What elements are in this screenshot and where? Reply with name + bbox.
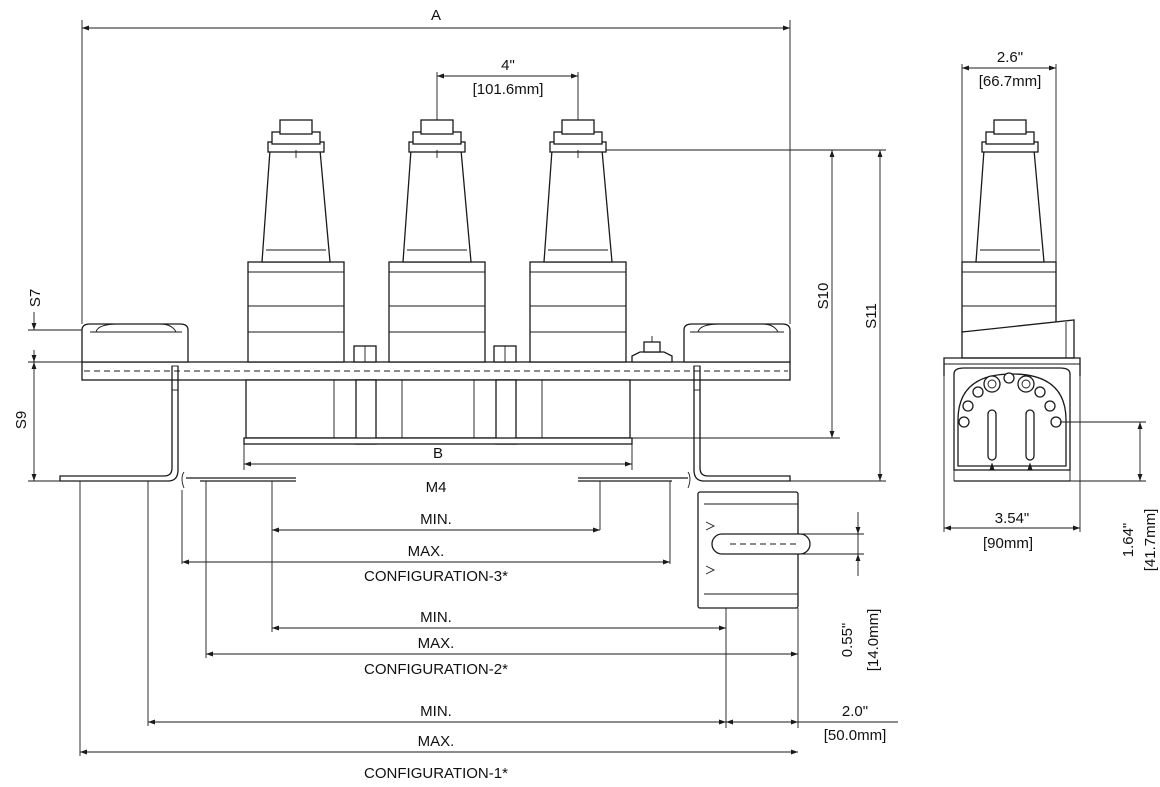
right-end-cap: [683, 323, 791, 363]
side-hole-inch-label: 1.64": [1120, 523, 1137, 558]
config1-max-label: MAX.: [418, 733, 455, 750]
dimension-a-label: A: [431, 7, 441, 24]
bushing-3: [529, 119, 627, 363]
config2-max-label: MAX.: [418, 635, 455, 652]
spacing-inch-label: 4": [501, 57, 515, 74]
dimension-s10: S10: [606, 149, 840, 439]
config3-min-label: MIN.: [420, 511, 452, 528]
dimension-b: B: [243, 444, 633, 470]
spacing-mm-label: [101.6mm]: [473, 81, 544, 98]
config1-min-label: MIN.: [420, 703, 452, 720]
lower-housing: [243, 379, 633, 445]
dimension-b-label: B: [433, 445, 443, 462]
bushing-2: [388, 119, 486, 363]
left-bracket: [59, 365, 179, 482]
s10-label: S10: [815, 283, 832, 310]
configuration-2-dims: MIN. MAX. CONFIGURATION-2*: [206, 609, 798, 678]
side-width-inch-label: 2.6": [997, 49, 1023, 66]
dimension-bushing-spacing: 4" [101.6mm]: [436, 57, 579, 120]
config2-min-label: MIN.: [420, 609, 452, 626]
slot-inch-label: 0.55": [839, 623, 856, 658]
s9-label: S9: [13, 411, 30, 429]
configuration-3-dims: MIN. MAX. CONFIGURATION-3*: [182, 511, 670, 585]
mounting-feet: M4: [181, 471, 691, 496]
side-hole-mm-label: [41.7mm]: [1142, 509, 1159, 572]
dimension-s7: S7: [27, 289, 82, 363]
front-view: A 4" [101.6mm] S7 S9 S: [13, 7, 886, 782]
offset-mm-label: [50.0mm]: [824, 727, 887, 744]
configuration-1-dims: MIN. MAX. CONFIGURATION-1*: [80, 703, 798, 782]
config3-max-label: MAX.: [408, 543, 445, 560]
dimension-s9: S9: [13, 362, 60, 482]
slot-mm-label: [14.0mm]: [865, 609, 882, 672]
dimension-a: A: [81, 7, 791, 324]
side-width-mm-label: [66.7mm]: [979, 73, 1042, 90]
side-view: 2.6" [66.7mm]: [943, 49, 1159, 572]
config3-name-label: CONFIGURATION-3*: [364, 568, 508, 585]
m4-label: M4: [426, 479, 447, 496]
side-base-mm-label: [90mm]: [983, 535, 1033, 552]
right-bracket: [693, 365, 791, 482]
left-end-cap: [81, 323, 189, 363]
config1-name-label: CONFIGURATION-1*: [364, 765, 508, 782]
side-base-inch-label: 3.54": [995, 510, 1030, 527]
ground-terminal: [631, 336, 673, 363]
config2-name-label: CONFIGURATION-2*: [364, 661, 508, 678]
dimension-s11: S11: [790, 149, 886, 482]
bracket-detail: 0.55" [14.0mm] 2.0" [50.0mm]: [697, 491, 898, 744]
bushing-1: [247, 119, 345, 363]
offset-inch-label: 2.0": [842, 703, 868, 720]
s11-label: S11: [863, 303, 880, 329]
s7-label: S7: [27, 289, 44, 307]
